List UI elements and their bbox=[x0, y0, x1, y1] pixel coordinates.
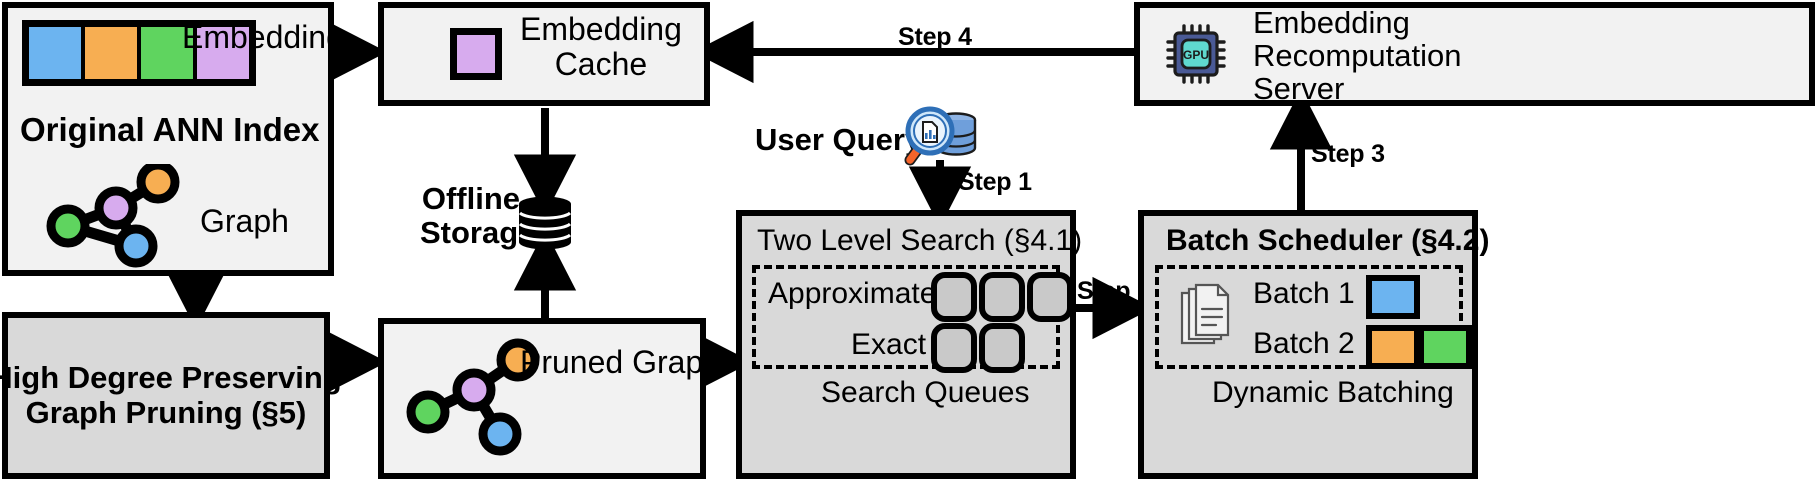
dynamic-batching-dash-region bbox=[1155, 265, 1463, 369]
pruned-graph-illustration bbox=[406, 338, 540, 456]
database-icon bbox=[518, 196, 572, 250]
two-level-search-title: Two Level Search (§4.1) bbox=[757, 224, 1083, 257]
exact-queue-slots[interactable] bbox=[931, 323, 1025, 373]
embedding-swatch-green bbox=[141, 27, 193, 79]
graph-label: Graph bbox=[200, 203, 289, 239]
embedding-swatch-orange bbox=[85, 27, 137, 79]
embedding-swatch-strip bbox=[22, 20, 256, 86]
magnifier-database-icon bbox=[904, 106, 977, 166]
original-graph-illustration bbox=[46, 164, 180, 268]
dynamic-batching-footer: Dynamic Batching bbox=[1212, 376, 1454, 409]
recomputation-server-box bbox=[1134, 2, 1815, 106]
exact-slot-2[interactable] bbox=[979, 323, 1025, 373]
graph-pruning-line1: High Degree Preserving bbox=[0, 359, 342, 395]
offline-storage-line1: Offline bbox=[421, 181, 520, 216]
approximate-slot-2[interactable] bbox=[979, 272, 1025, 322]
embedding-cache-line2: Cache bbox=[554, 46, 648, 83]
embedding-cache-box bbox=[378, 2, 710, 106]
search-queues-footer: Search Queues bbox=[821, 376, 1030, 409]
batch-2-label: Batch 2 bbox=[1253, 327, 1355, 360]
offline-storage-label: Offline Storage bbox=[420, 181, 536, 251]
exact-queue-label: Exact bbox=[851, 328, 927, 361]
step-4-label: Step 4 bbox=[898, 23, 972, 51]
pruned-graph-box bbox=[378, 318, 706, 479]
batch-scheduler-title: Batch Scheduler (§4.2) bbox=[1166, 224, 1490, 257]
embedding-label: Embedding bbox=[182, 19, 344, 55]
batch-1-swatch-blue bbox=[1366, 275, 1420, 319]
step-1-label: Step 1 bbox=[958, 168, 1032, 196]
recomputation-server-line1: Embedding bbox=[1253, 5, 1410, 40]
exact-slot-1[interactable] bbox=[931, 323, 977, 373]
recomputation-server-title: Embedding Recomputation Server bbox=[1253, 5, 1462, 107]
embedding-swatch-purple bbox=[197, 27, 249, 79]
user-query-label: User Query bbox=[755, 122, 923, 157]
original-ann-index-title: Original ANN Index bbox=[20, 111, 320, 148]
approximate-slot-1[interactable] bbox=[931, 272, 977, 322]
embedding-cache-line1: Embedding bbox=[520, 11, 682, 47]
embedding-cache-title: Embedding Cache bbox=[520, 11, 682, 83]
recomputation-server-line3: Server bbox=[1253, 71, 1345, 107]
batch-2-swatch-green bbox=[1418, 325, 1472, 369]
embedding-cache-swatch bbox=[450, 28, 502, 80]
documents-icon bbox=[1180, 283, 1230, 345]
step-3-label: Step 3 bbox=[1311, 140, 1385, 168]
gpu-chip-icon: GPU bbox=[1166, 24, 1226, 84]
graph-pruning-box: High Degree Preserving Graph Pruning (§5… bbox=[0, 312, 342, 479]
approximate-slot-3[interactable] bbox=[1027, 272, 1073, 322]
batch-2-swatch-orange bbox=[1366, 325, 1420, 369]
recomputation-server-line2: Recomputation bbox=[1253, 38, 1462, 74]
graph-pruning-line2: Graph Pruning (§5) bbox=[25, 394, 307, 430]
approximate-queue-label: Approximate bbox=[768, 277, 937, 310]
batch-1-label: Batch 1 bbox=[1253, 277, 1355, 310]
offline-storage-line2: Storage bbox=[420, 215, 536, 251]
pruned-graph-label: Pruned Graph bbox=[520, 344, 722, 380]
svg-text:GPU: GPU bbox=[1183, 48, 1209, 62]
approximate-queue-slots[interactable] bbox=[931, 272, 1073, 322]
embedding-swatch-blue bbox=[29, 27, 81, 79]
